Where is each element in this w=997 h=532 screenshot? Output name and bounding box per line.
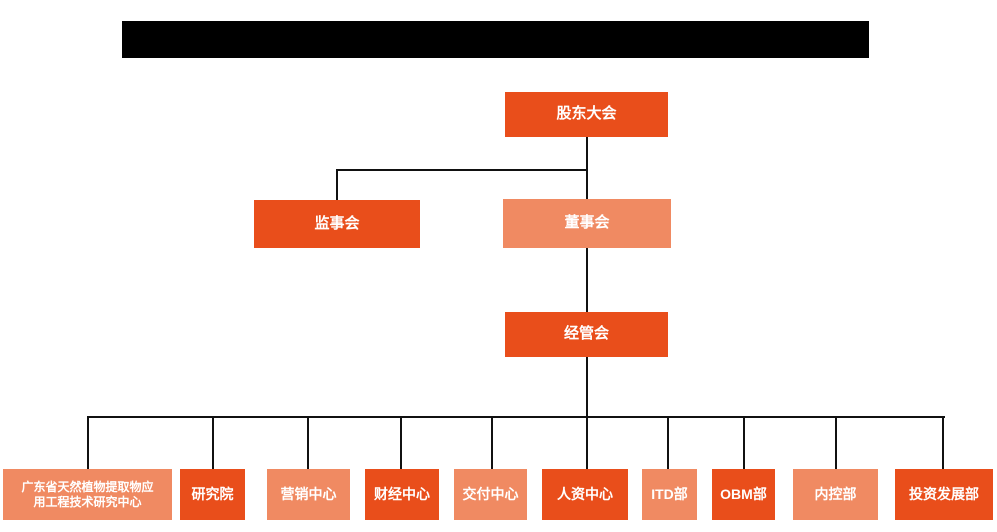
node-dept-research-institute: 研究院 <box>180 469 245 520</box>
connector-drop-6 <box>586 416 588 469</box>
connector-management-to-bus <box>586 357 588 417</box>
node-dept-investment-development-label: 投资发展部 <box>909 485 979 502</box>
node-dept-marketing-center-label: 营销中心 <box>280 485 337 502</box>
node-dept-marketing-center: 营销中心 <box>267 469 350 520</box>
node-dept-internal-control-label: 内控部 <box>814 485 857 502</box>
node-dept-internal-control: 内控部 <box>793 469 878 520</box>
node-dept-finance-center: 财经中心 <box>365 469 439 520</box>
node-management-committee-label: 经管会 <box>563 325 609 343</box>
connector-drop-4 <box>400 416 402 469</box>
connector-board-to-management <box>586 248 588 312</box>
node-dept-obm-label: OBM部 <box>720 485 767 502</box>
node-supervisory-board: 监事会 <box>254 200 420 248</box>
connector-root-to-board <box>586 137 588 200</box>
node-board-of-directors-label: 董事会 <box>564 214 610 232</box>
node-shareholders-meeting: 股东大会 <box>505 92 668 137</box>
node-shareholders-meeting-label: 股东大会 <box>556 105 617 123</box>
node-dept-delivery-center-label: 交付中心 <box>462 485 519 502</box>
node-board-of-directors: 董事会 <box>503 199 671 248</box>
connector-branch-to-supervisory <box>336 169 338 200</box>
node-supervisory-board-label: 监事会 <box>314 214 360 232</box>
connector-drop-8 <box>743 416 745 469</box>
connector-branch-horizontal <box>336 169 588 171</box>
connector-drop-7 <box>667 416 669 469</box>
node-dept-obm: OBM部 <box>712 469 775 520</box>
connector-drop-10 <box>942 416 944 469</box>
node-dept-hr-center-label: 人资中心 <box>557 485 613 502</box>
connector-drop-1 <box>87 416 89 469</box>
node-management-committee: 经管会 <box>505 312 668 357</box>
node-dept-itd: ITD部 <box>642 469 697 520</box>
node-dept-research-institute-label: 研究院 <box>191 485 234 502</box>
node-dept-finance-center-label: 财经中心 <box>374 485 430 502</box>
connector-drop-5 <box>491 416 493 469</box>
node-dept-delivery-center: 交付中心 <box>454 469 527 520</box>
connector-bus-horizontal <box>88 416 945 418</box>
connector-drop-3 <box>307 416 309 469</box>
connector-drop-9 <box>835 416 837 469</box>
node-dept-research-center: 广东省天然植物提取物应用工程技术研究中心 <box>3 469 172 520</box>
node-dept-investment-development: 投资发展部 <box>895 469 993 520</box>
node-dept-research-center-label: 广东省天然植物提取物应用工程技术研究中心 <box>21 479 154 509</box>
connector-drop-2 <box>212 416 214 469</box>
node-dept-itd-label: ITD部 <box>651 485 688 502</box>
redacted-title-bar <box>122 21 869 58</box>
node-dept-hr-center: 人资中心 <box>542 469 628 520</box>
